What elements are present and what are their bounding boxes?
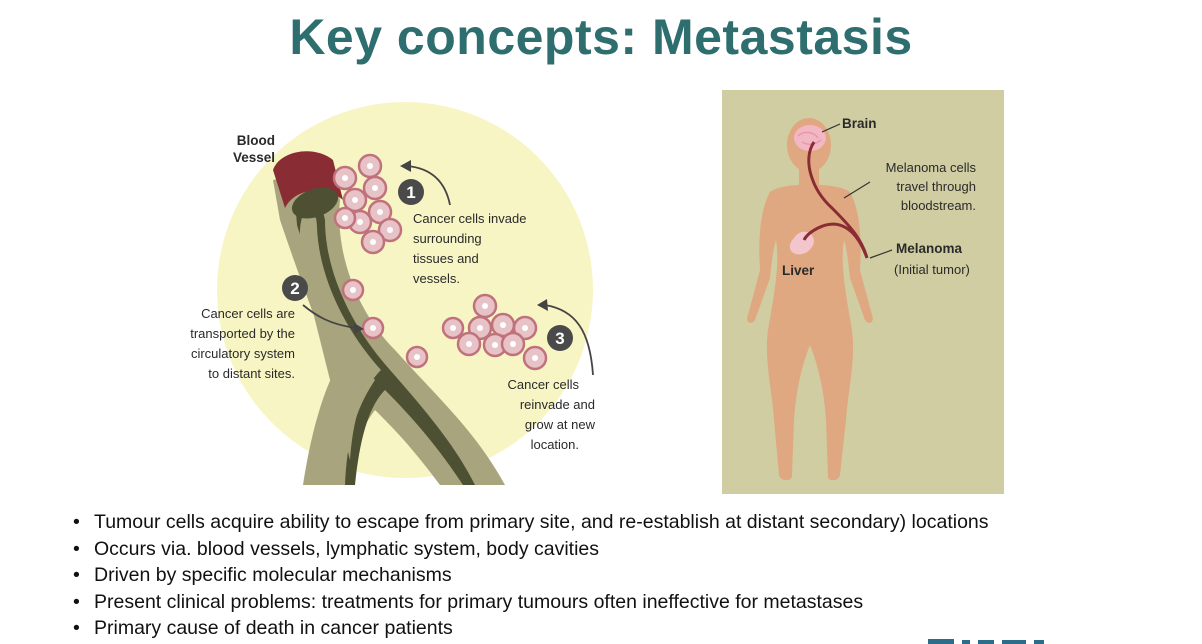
process-arrows: [302, 165, 594, 376]
svg-text:grow at new: grow at new: [525, 417, 596, 432]
svg-text:Melanoma cells: Melanoma cells: [886, 160, 977, 175]
bullet-dot: •: [73, 564, 80, 586]
bullet-dot: •: [73, 590, 80, 613]
metastasis-process-figure: 1 2 3 Blood Vessel Cancer cells invade s…: [185, 100, 615, 485]
blood-vessel-wall: [273, 176, 505, 485]
svg-text:surrounding: surrounding: [413, 231, 482, 246]
brain-label: Brain: [842, 116, 877, 131]
svg-text:to distant sites.: to distant sites.: [208, 366, 295, 381]
bullet-item: •Driven by specific molecular mechanisms: [73, 562, 1193, 589]
slide-title: Key concepts: Metastasis: [289, 9, 913, 65]
bullet-item: •Occurs via. blood vessels, lymphatic sy…: [73, 536, 1193, 563]
step-1-text: Cancer cells invade surrounding tissues …: [413, 211, 526, 286]
svg-text:transported by the: transported by the: [190, 326, 295, 341]
liver-organ: [789, 231, 814, 255]
melanoma-body-figure: Brain Liver Melanoma cells travel throug…: [722, 90, 1004, 494]
step-2-text: Cancer cells are transported by the circ…: [190, 306, 295, 381]
bullet-item: •Primary cause of death in cancer patien…: [73, 615, 1193, 642]
step-3-number: 3: [555, 329, 564, 348]
blood-vessel-label-line2: Vessel: [233, 150, 275, 165]
svg-text:vessels.: vessels.: [413, 271, 460, 286]
step-1-number: 1: [406, 183, 415, 202]
bullet-item: •Present clinical problems: treatments f…: [73, 589, 1193, 616]
svg-text:Cancer cells: Cancer cells: [507, 377, 579, 392]
svg-text:reinvade and: reinvade and: [520, 397, 595, 412]
svg-text:Cancer cells are: Cancer cells are: [201, 306, 295, 321]
melanoma-cells-note: Melanoma cells travel through bloodstrea…: [886, 160, 977, 213]
bullet-dot: •: [73, 617, 80, 639]
step-3-badge: [547, 325, 573, 351]
blood-vessel-cap: [273, 151, 343, 208]
svg-text:travel through: travel through: [897, 179, 977, 194]
svg-text:circulatory system: circulatory system: [191, 346, 295, 361]
svg-text:bloodstream.: bloodstream.: [901, 198, 976, 213]
blood-vessel-opening: [291, 187, 339, 219]
initial-tumor-label: (Initial tumor): [894, 262, 970, 277]
bullet-dot: •: [73, 537, 80, 560]
bullet-item: •Tumour cells acquire ability to escape …: [73, 509, 1193, 536]
step-3-text: Cancer cells reinvade and grow at new lo…: [507, 377, 595, 452]
step-2-badge: [282, 275, 308, 301]
svg-text:Cancer cells invade: Cancer cells invade: [413, 211, 526, 226]
step-1-badge: [398, 179, 424, 205]
melanoma-label: Melanoma: [896, 241, 963, 256]
partial-logo-mark: [928, 639, 1044, 644]
blood-vessel-label-line1: Blood: [237, 133, 275, 148]
liver-label: Liver: [782, 263, 815, 278]
key-points-list: •Tumour cells acquire ability to escape …: [73, 509, 1193, 642]
bloodstream-path: [802, 141, 869, 259]
svg-text:location.: location.: [531, 437, 579, 452]
step-2-number: 2: [290, 279, 299, 298]
bullet-dot: •: [73, 511, 80, 533]
blood-vessel-interior: [299, 210, 381, 460]
svg-text:tissues and: tissues and: [413, 251, 479, 266]
